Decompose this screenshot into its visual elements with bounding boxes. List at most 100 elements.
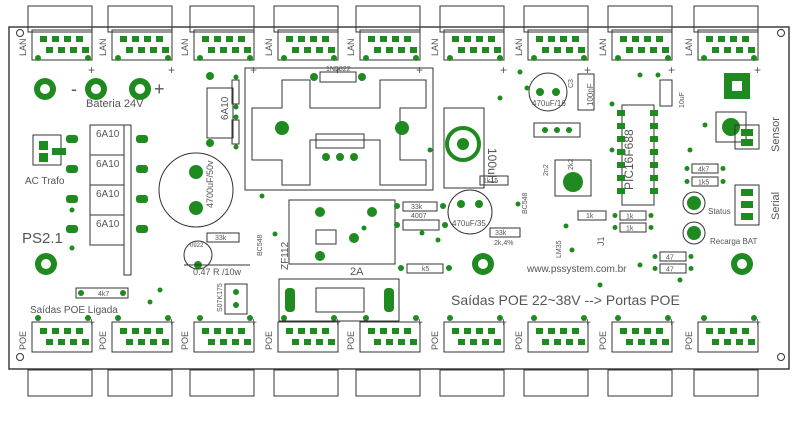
poe-connector-9: +POE [684, 315, 761, 397]
lan-connector-4: + LAN [264, 5, 341, 77]
mount-pad-right-hole [737, 259, 747, 269]
connector-plus-mark: + [334, 315, 341, 329]
resistor-1k15 [479, 175, 509, 186]
lan-connector-2: + LAN [98, 5, 175, 77]
lan-connector-1: + LAN [18, 5, 95, 77]
cap-4700-label: 4700uF/50v [205, 160, 215, 208]
resistor-right-label: 47 [666, 267, 674, 274]
resistor-right-5: 47 [652, 251, 694, 262]
bridge-diode-label: 6A10 [96, 129, 120, 140]
resistor-column-a [231, 74, 240, 150]
battery-minus-label: - [71, 79, 77, 99]
connector-plus-mark: + [584, 315, 591, 329]
resistor-right-4: 1k [612, 222, 654, 233]
capacitor-470uf-16 [528, 72, 568, 112]
lan-connector-6: +LAN [430, 5, 507, 77]
connector-plus-mark: + [168, 315, 175, 329]
resistor-1k-mid [577, 210, 607, 221]
poe-connector-1: +POE [18, 315, 95, 397]
c-2n2-label: 2n2 [543, 164, 550, 176]
heatsink-hole-right [395, 121, 409, 135]
connector-label: POE [98, 331, 108, 350]
connector-label: LAN [180, 38, 190, 56]
resistor-right-label: 1k5 [698, 180, 709, 187]
battery-label: Bateria 24V [86, 98, 144, 110]
bridge-diode-4: 6A10 [66, 214, 148, 246]
r-2k4-label: 2k,4% [494, 240, 513, 247]
r-1k-mid-label: 1k [586, 213, 594, 220]
vias [69, 69, 708, 305]
recarga-label: Recarga BAT [710, 237, 758, 246]
cap-100nf-body [577, 73, 595, 111]
connector-plus-mark: + [500, 63, 507, 77]
lan-connector-8: +LAN [598, 5, 675, 77]
bridge-diode-1: 6A10 [66, 124, 148, 156]
bc548b-label: BC548 [522, 192, 529, 214]
connector-plus-mark: + [88, 63, 95, 77]
r-4k7-label: 4k7 [98, 291, 109, 298]
connector-plus-mark: + [250, 63, 257, 77]
square-pad-hole [732, 81, 742, 91]
battery-plus-label: + [154, 79, 165, 99]
resistor-k5-bottom [398, 263, 452, 274]
mcu-pic16f688 [617, 104, 658, 206]
regulator-to220 [315, 133, 365, 161]
r-33k-b-label: 33k [411, 204, 423, 211]
jumper-j1-label: J1 [596, 236, 606, 246]
r-33k-c-label: 33k [495, 230, 507, 237]
connector-plus-mark: + [754, 63, 761, 77]
led-poe-on [75, 287, 129, 299]
resistor-right-6: 47 [652, 263, 694, 274]
diode-0922-label: 0922 [190, 243, 204, 249]
resistor-right-label: 47 [666, 255, 674, 262]
led-recarga [682, 221, 706, 245]
diode-0922 [183, 240, 250, 270]
poe-connector-6: +POE [430, 315, 507, 397]
zf-label: ZF112 [280, 241, 291, 270]
inductor-label: 100uH [485, 148, 499, 183]
resistor-33k-b [394, 201, 446, 212]
connector-plus-mark: + [668, 315, 675, 329]
connector-label: LAN [264, 38, 274, 56]
lan-connector-row: +LAN+LAN+LAN+LAN+LAN+LAN+LAN+LAN+LAN [18, 5, 761, 77]
connector-label: LAN [18, 38, 28, 56]
connector-plus-mark: + [168, 63, 175, 77]
saidas-ligada-label: Saídas POE Ligada [30, 305, 118, 316]
mount-pad-left-hole [41, 259, 51, 269]
heatsink-hole-left [275, 121, 289, 135]
resistor-33-c [489, 227, 521, 238]
serial-connector [734, 184, 760, 226]
connector-label: POE [684, 331, 694, 350]
mounting-holes [16, 29, 785, 361]
connector-plus-mark: + [584, 63, 591, 77]
pot-2k2 [554, 159, 592, 197]
trimmer-right [715, 111, 747, 143]
fuse-2a [278, 278, 400, 322]
bridge-diode-3: 6A10 [66, 184, 148, 216]
lan-connector-9: +LAN [684, 5, 761, 77]
bridge-heatsink-bar [123, 124, 132, 276]
fuse-2a-label: 2A [350, 266, 364, 278]
resistor-right-label: 1k [626, 226, 634, 233]
lan-connector-3: + LAN [180, 5, 257, 77]
transistor-cluster [533, 122, 581, 138]
resistor-right-2: 1k5 [684, 176, 726, 187]
connector-label: LAN [98, 38, 108, 56]
reg-lm35-label: LM35 [556, 240, 563, 258]
cap-10uf-label: 10uF [679, 92, 686, 108]
capacitor-470uf-35 [447, 189, 493, 235]
connector-label: POE [598, 331, 608, 350]
sensor-label: Sensor [770, 117, 782, 152]
resistor-right-3: 1k [612, 210, 654, 221]
varistor-s07k175 [224, 283, 248, 315]
connector-label: POE [264, 331, 274, 350]
connector-plus-mark: + [250, 315, 257, 329]
battery-terminals [34, 78, 151, 100]
connector-plus-mark: + [334, 63, 341, 77]
r-33k-a-label: 33k [215, 235, 227, 242]
cap-10uf-body [659, 79, 673, 107]
resistor-right-label: 1k [626, 214, 634, 221]
res-047-label: 0.47 R /10w [193, 267, 242, 277]
r-1k15-label: 1k15 [483, 178, 498, 185]
cap-470-35-label: 470uF/35 [452, 219, 486, 228]
